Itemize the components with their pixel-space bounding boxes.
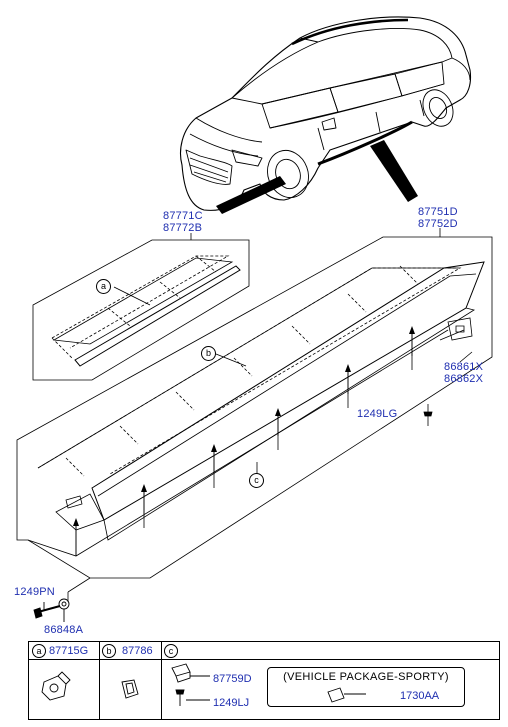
- legend-icons: [41, 663, 366, 706]
- part-label-87772b[interactable]: 87772B: [163, 222, 203, 234]
- legend-part-87715g[interactable]: 87715G: [49, 645, 89, 657]
- side-sill-detail-box: [16, 228, 493, 602]
- legend-callout-c: c: [164, 644, 178, 658]
- part-label-87771c[interactable]: 87771C: [163, 210, 203, 222]
- part-label-87751d[interactable]: 87751D: [418, 206, 458, 218]
- vehicle-package-box: (VEHICLE PACKAGE-SPORTY) 1730AA: [267, 667, 465, 707]
- legend-part-87759d[interactable]: 87759D: [213, 673, 252, 685]
- legend-header-divider: [29, 659, 499, 660]
- legend-callout-a: a: [32, 644, 46, 658]
- vehicle-package-title: (VEHICLE PACKAGE-SPORTY): [283, 671, 449, 683]
- part-label-87752d[interactable]: 87752D: [418, 218, 458, 230]
- part-label-86848a[interactable]: 86848A: [44, 624, 84, 636]
- part-label-86862x[interactable]: 86862X: [444, 373, 484, 385]
- moulding-detail-box: [32, 233, 250, 381]
- callout-a: a: [96, 279, 111, 294]
- car-illustration: [179, 16, 472, 211]
- callout-b: b: [201, 346, 216, 361]
- legend-part-1249lj[interactable]: 1249LJ: [213, 697, 250, 709]
- callout-c: c: [249, 473, 264, 488]
- part-label-1249pn[interactable]: 1249PN: [14, 586, 55, 598]
- front-pointer-arrow: [216, 176, 286, 214]
- part-label-1249lg[interactable]: 1249LG: [357, 408, 398, 420]
- screw-and-grommet: [33, 598, 70, 622]
- rear-pointer-arrow: [370, 140, 418, 202]
- legend-callout-b: b: [102, 644, 116, 658]
- legend-col-divider-1: [99, 642, 100, 719]
- legend-table: a 87715G b 87786 c 87759D 1249LJ (VEHICL…: [28, 641, 500, 720]
- legend-part-87786[interactable]: 87786: [122, 645, 153, 657]
- part-label-86861x[interactable]: 86861X: [444, 361, 484, 373]
- legend-part-1730aa[interactable]: 1730AA: [400, 690, 440, 702]
- legend-col-divider-2: [161, 642, 162, 719]
